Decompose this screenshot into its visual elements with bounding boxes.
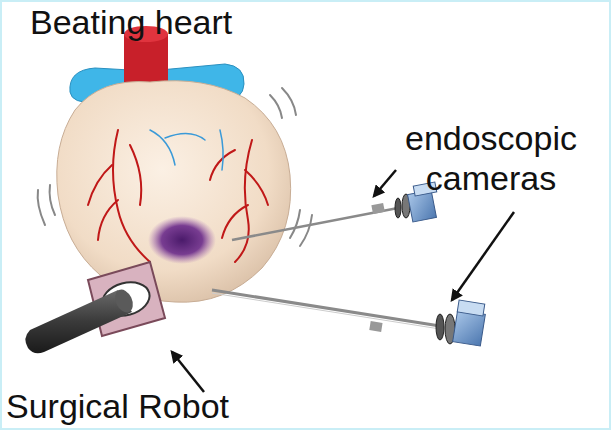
surgical-robot: [25, 262, 165, 353]
robot-label: Surgical Robot: [6, 386, 326, 426]
target-spot: [148, 216, 216, 264]
leader-arrows: [172, 170, 514, 392]
motion-lines: [38, 88, 312, 246]
camera-label: endoscopic cameras: [376, 118, 606, 198]
coronary-veins: [150, 130, 223, 170]
heart-label: Beating heart: [30, 2, 330, 42]
heart: [57, 81, 291, 303]
endoscope-upper: [232, 182, 437, 240]
endoscope-lower: [212, 290, 485, 346]
